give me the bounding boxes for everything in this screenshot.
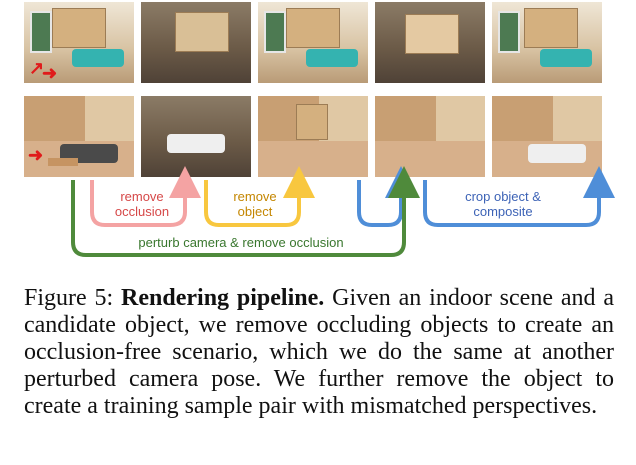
remove-object-label: remove object	[233, 189, 277, 219]
perturb-camera-label: perturb camera & remove occlusion	[138, 235, 344, 250]
scene-image-cropped-object-view1	[375, 2, 485, 83]
scene-image-object-removed-view2	[375, 96, 485, 177]
scene-image-composite-view1	[492, 2, 602, 83]
scene-image-original-view1: ↗ ➜	[24, 2, 134, 83]
scene-image-isolated-sofa-view2	[141, 96, 251, 177]
caption-bold-title: Rendering pipeline.	[121, 285, 325, 311]
remove-occlusion-label: remove occlusion	[114, 189, 170, 219]
red-arrow-icon: ➜	[42, 63, 58, 83]
scene-image-composite-view2	[492, 96, 602, 177]
caption-prefix: Figure 5:	[24, 285, 122, 311]
red-arrow-icon: ➜	[28, 145, 44, 165]
red-arrow-icon: ↗	[29, 58, 45, 78]
caption-text: Given an indoor scene and a candidate ob…	[24, 285, 614, 419]
figure-caption: Figure 5: Rendering pipeline. Given an i…	[24, 285, 614, 420]
scene-image-original-view2: ➜	[24, 96, 134, 177]
crop-composite-label: crop object & composite	[465, 189, 541, 219]
scene-image-occlusion-removed-view1	[258, 2, 368, 83]
scene-image-isolated-object-view1	[141, 2, 251, 83]
